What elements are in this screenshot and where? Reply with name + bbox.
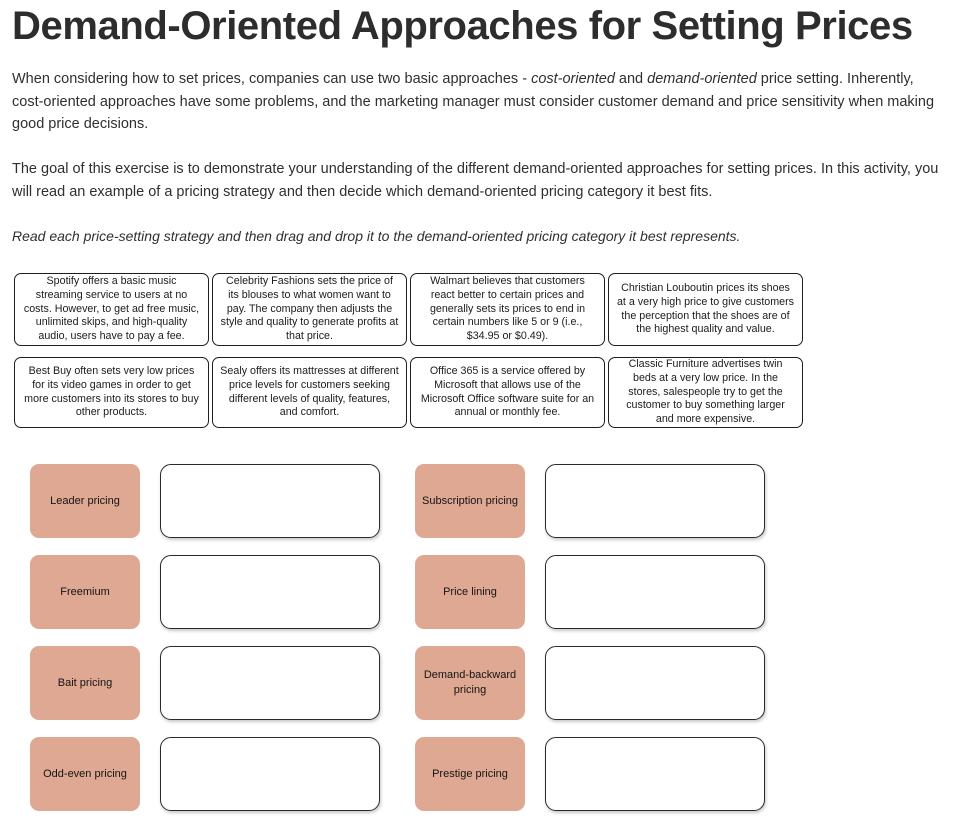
strategy-card[interactable]: Classic Furniture advertises twin beds a… [608, 357, 803, 429]
strategy-card[interactable]: Office 365 is a service offered by Micro… [410, 357, 605, 429]
intro-p1-emphasis-demand-oriented: demand-oriented [647, 70, 757, 87]
strategy-card-row-2: Best Buy often sets very low prices for … [14, 357, 803, 429]
intro-paragraph-1: When considering how to set prices, comp… [12, 68, 941, 137]
drop-row: Bait pricing Demand-backward pricing [30, 646, 955, 721]
intro-p1-part2: and [614, 70, 648, 87]
drop-zone-odd-even-pricing[interactable] [160, 737, 380, 812]
category-label-text: Freemium [60, 585, 110, 598]
category-drop-grid: Leader pricing Subscription pricing Free… [0, 464, 955, 812]
drop-row: Odd-even pricing Prestige pricing [30, 737, 955, 812]
page-title: Demand-Oriented Approaches for Setting P… [12, 4, 913, 48]
strategy-card-text: Celebrity Fashions sets the price of its… [220, 275, 399, 343]
drop-zone-freemium[interactable] [160, 555, 380, 630]
category-label-text: Price lining [443, 585, 497, 598]
strategy-card-text: Office 365 is a service offered by Micro… [420, 365, 595, 419]
category-label-leader-pricing[interactable]: Leader pricing [30, 464, 140, 539]
category-label-prestige-pricing[interactable]: Prestige pricing [415, 737, 525, 812]
strategy-card[interactable]: Walmart believes that customers react be… [410, 273, 605, 347]
category-label-odd-even-pricing[interactable]: Odd-even pricing [30, 737, 140, 812]
drop-zone-prestige-pricing[interactable] [545, 737, 765, 812]
strategy-card-text: Spotify offers a basic music streaming s… [23, 275, 200, 343]
drop-row: Freemium Price lining [30, 555, 955, 630]
drop-zone-leader-pricing[interactable] [160, 464, 380, 539]
strategy-card-text: Classic Furniture advertises twin beds a… [626, 358, 785, 426]
strategy-card-text: Best Buy often sets very low prices for … [24, 365, 199, 419]
strategy-card-row-1: Spotify offers a basic music streaming s… [14, 273, 803, 347]
drop-row: Leader pricing Subscription pricing [30, 464, 955, 539]
intro-p1-part1: When considering how to set prices, comp… [12, 70, 532, 87]
drop-zone-bait-pricing[interactable] [160, 646, 380, 721]
category-label-text: Demand-backward pricing [423, 669, 517, 697]
strategy-card[interactable]: Spotify offers a basic music streaming s… [14, 273, 209, 347]
strategy-card[interactable]: Celebrity Fashions sets the price of its… [212, 273, 407, 347]
strategy-card[interactable]: Best Buy often sets very low prices for … [14, 357, 209, 429]
category-label-text: Prestige pricing [432, 767, 508, 780]
category-label-text: Odd-even pricing [43, 767, 127, 780]
intro-paragraph-2: The goal of this exercise is to demonstr… [12, 161, 939, 201]
drop-zone-price-lining[interactable] [545, 555, 765, 630]
strategy-card-text: Walmart believes that customers react be… [429, 275, 586, 343]
strategy-card-text: Sealy offers its mattresses at different… [220, 365, 399, 419]
category-label-text: Subscription pricing [422, 494, 518, 507]
drop-zone-demand-backward-pricing[interactable] [545, 646, 765, 721]
category-label-freemium[interactable]: Freemium [30, 555, 140, 630]
strategy-card-grid: Spotify offers a basic music streaming s… [0, 273, 814, 429]
category-label-bait-pricing[interactable]: Bait pricing [30, 646, 140, 721]
category-label-text: Leader pricing [50, 494, 120, 507]
drop-zone-subscription-pricing[interactable] [545, 464, 765, 539]
strategy-card[interactable]: Christian Louboutin prices its shoes at … [608, 273, 803, 347]
strategy-card-text: Christian Louboutin prices its shoes at … [616, 282, 795, 336]
strategy-card[interactable]: Sealy offers its mattresses at different… [212, 357, 407, 429]
instruction-text: Read each price-setting strategy and the… [12, 228, 741, 245]
intro-p1-emphasis-cost-oriented: cost-oriented [531, 70, 615, 87]
intro-p1-part3: price setting. Inherently, cost-oriented… [12, 70, 935, 133]
intro-section: When considering how to set prices, comp… [0, 68, 955, 248]
category-label-text: Bait pricing [57, 676, 113, 689]
category-label-demand-backward-pricing[interactable]: Demand-backward pricing [415, 646, 525, 721]
category-label-subscription-pricing[interactable]: Subscription pricing [415, 464, 525, 539]
category-label-price-lining[interactable]: Price lining [415, 555, 525, 630]
